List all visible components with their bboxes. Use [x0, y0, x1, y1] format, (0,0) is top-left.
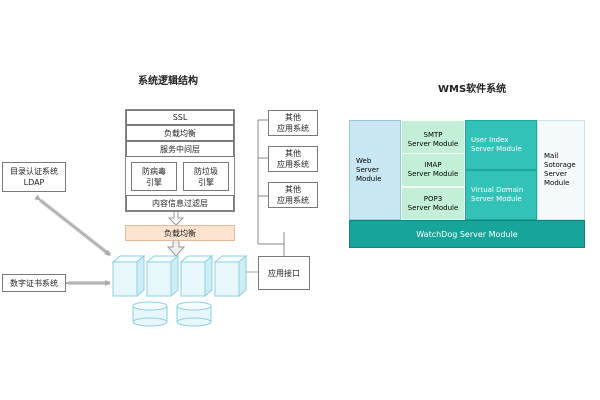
app-interface-box: 应用接口: [258, 256, 310, 290]
mail-storage-server-module: Mail Sotorage Server Module: [537, 120, 585, 220]
storage-2: [176, 301, 212, 327]
user-index-server-module: User Index Server Module: [465, 120, 537, 170]
right-diagram-title: WMS软件系统: [438, 84, 507, 95]
ssl-layer: SSL: [126, 110, 234, 125]
virtual-domain-server-module: Virtual Domain Server Module: [465, 170, 537, 220]
storage-1: [132, 301, 168, 327]
service-stack: SSL 负载均衡 服务中间层 防病毒 引擎 防垃圾 引擎 内容信息过滤层: [125, 109, 235, 212]
left-diagram-title: 系统逻辑结构: [138, 76, 198, 87]
content-filter-layer: 内容信息过滤层: [126, 195, 234, 211]
digital-cert-system-box: 数字证书系统: [2, 274, 66, 292]
server-1: [111, 254, 146, 298]
server-4: [213, 254, 248, 298]
server-3: [179, 254, 214, 298]
other-app-system-1: 其他 应用系统: [268, 110, 318, 136]
other-app-system-2: 其他 应用系统: [268, 146, 318, 172]
other-app-system-3: 其他 应用系统: [268, 182, 318, 208]
antispam-engine: 防垃圾 引擎: [183, 162, 229, 191]
load-balance-layer: 负载均衡: [126, 125, 234, 141]
middleware-layer: 服务中间层: [126, 141, 234, 157]
web-server-module: Web Server Module: [349, 120, 401, 220]
directory-auth-ldap-box: 目录认证系统 LDAP: [2, 162, 66, 192]
server-2: [145, 254, 180, 298]
storage-cluster: [132, 301, 212, 327]
antivirus-engine: 防病毒 引擎: [131, 162, 177, 191]
watchdog-server-module: WatchDog Server Module: [349, 220, 585, 248]
load-balance-bar: 负载均衡: [125, 225, 235, 241]
imap-server-module: IMAP Server Module: [401, 153, 465, 187]
pop3-server-module: POP3 Server Module: [401, 187, 465, 220]
server-cluster: [111, 254, 248, 298]
